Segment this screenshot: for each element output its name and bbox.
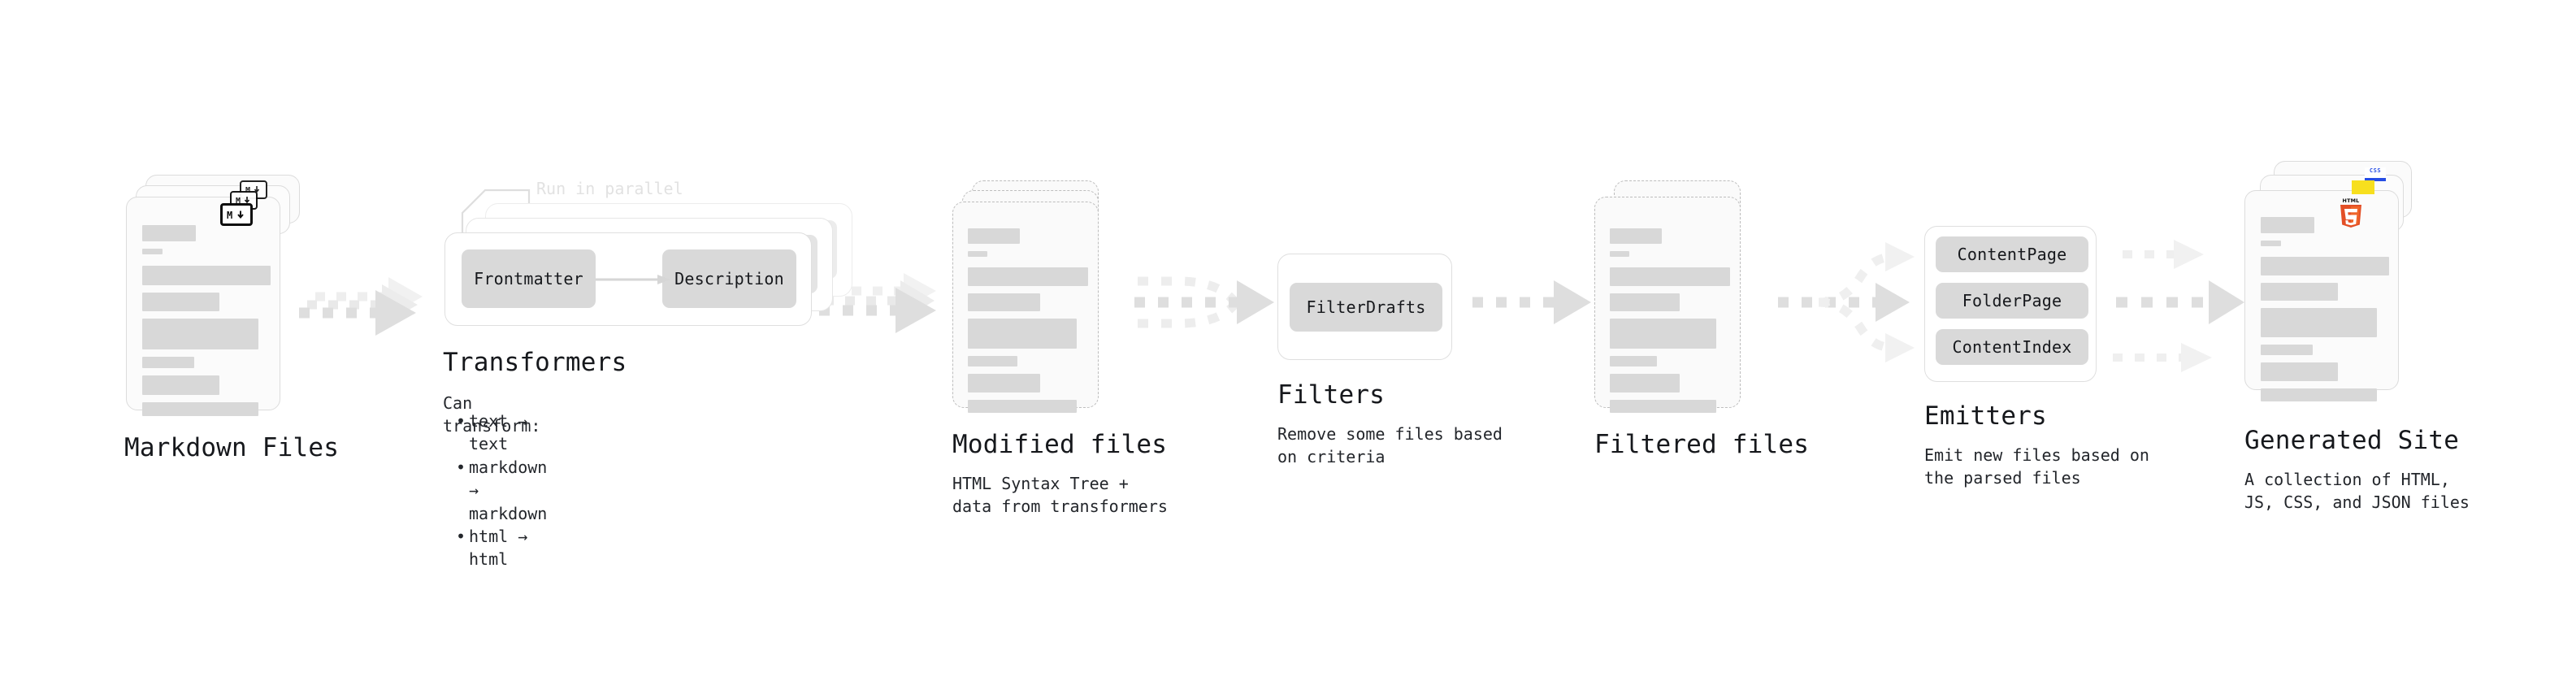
emitters-group-box: ContentPage FolderPage ContentIndex xyxy=(1924,226,2097,382)
html5-shield-glyph: HTML xyxy=(2340,197,2361,228)
stage-title-generated-site: Generated Site xyxy=(2244,426,2460,455)
stage-desc-filters: Remove some files based on criteria xyxy=(1277,424,1503,467)
emitter-chip-contentpage[interactable]: ContentPage xyxy=(1936,236,2088,272)
modified-skeleton-lines xyxy=(968,228,1088,420)
run-in-parallel-label: Run in parallel xyxy=(536,179,683,198)
markdown-skeleton-lines xyxy=(142,225,271,423)
generated-site-stack: CSS HTML xyxy=(2244,161,2439,413)
bullet-text: text → text xyxy=(469,411,528,454)
filtered-file-stack xyxy=(1594,180,1769,413)
stage-title-emitters: Emitters xyxy=(1924,401,2047,431)
bullet-dot: • xyxy=(456,457,466,477)
stage-filtered-files: Filtered files xyxy=(1594,180,1809,459)
filtered-card-front xyxy=(1594,197,1741,413)
stage-emitters: ContentPage FolderPage ContentIndex Emit… xyxy=(1924,226,2149,490)
modified-card-front xyxy=(952,202,1099,413)
markdown-glyph: M xyxy=(236,197,250,205)
markdown-file-stack: M M M xyxy=(126,175,301,416)
markdown-icon-front: M xyxy=(220,203,253,226)
transformer-bullet-list: •text → text •markdown → markdown •html … xyxy=(454,410,547,571)
stage-filters: FilterDrafts Filters Remove some files b… xyxy=(1277,254,1503,469)
transformer-chip-frontmatter[interactable]: Frontmatter xyxy=(462,249,596,308)
html-card xyxy=(2244,190,2399,401)
transformer-group-front: Frontmatter Description xyxy=(445,232,812,326)
bullet-text: html → html xyxy=(469,526,528,570)
list-item: •html → html xyxy=(456,525,547,571)
stage-desc-generated-site: A collection of HTML, JS, CSS, and JSON … xyxy=(2244,470,2470,513)
stage-title-modified-files: Modified files xyxy=(952,430,1168,459)
list-item: •text → text xyxy=(456,410,547,456)
stage-desc-emitters: Emit new files based on the parsed files xyxy=(1924,445,2149,488)
bullet-dot: • xyxy=(456,526,466,546)
js-icon xyxy=(2352,180,2374,194)
emitter-chip-folderpage[interactable]: FolderPage xyxy=(1936,283,2088,319)
stage-modified-files: Modified files HTML Syntax Tree + data f… xyxy=(952,180,1168,518)
bullet-dot: • xyxy=(456,411,466,431)
filter-chip-filterdrafts[interactable]: FilterDrafts xyxy=(1290,283,1442,332)
stage-title-markdown-files: Markdown Files xyxy=(124,433,340,462)
stage-generated-site: CSS HTML Generated Site A collection of … xyxy=(2244,161,2470,514)
stage-desc-modified-files: HTML Syntax Tree + data from transformer… xyxy=(952,474,1168,517)
stage-markdown-files: M M M Markdown Files xyxy=(124,175,340,462)
filtered-skeleton-lines xyxy=(1610,228,1730,420)
transformer-inner-arrow xyxy=(596,275,670,284)
css-icon: CSS xyxy=(2365,167,2386,181)
emitter-chip-contentindex[interactable]: ContentIndex xyxy=(1936,329,2088,365)
bullet-text: markdown → markdown xyxy=(469,457,548,523)
stage-title-filters: Filters xyxy=(1277,380,1386,410)
markdown-card-front xyxy=(126,197,280,416)
svg-text:M: M xyxy=(236,197,241,205)
svg-text:M: M xyxy=(227,210,232,220)
svg-text:M: M xyxy=(245,186,250,194)
transformer-chip-description[interactable]: Description xyxy=(662,249,796,308)
list-item: •markdown → markdown xyxy=(456,456,548,525)
stage-title-transformers: Transformers xyxy=(443,348,627,377)
generated-skeleton-lines xyxy=(2261,217,2389,409)
svg-text:HTML: HTML xyxy=(2343,197,2360,204)
modified-file-stack xyxy=(952,180,1127,413)
filters-group-box: FilterDrafts xyxy=(1277,254,1452,360)
stage-title-filtered-files: Filtered files xyxy=(1594,430,1810,459)
html5-icon: HTML xyxy=(2337,197,2365,229)
markdown-glyph: M xyxy=(227,210,244,220)
stage-desc-transformers: Can transform: xyxy=(443,393,541,436)
